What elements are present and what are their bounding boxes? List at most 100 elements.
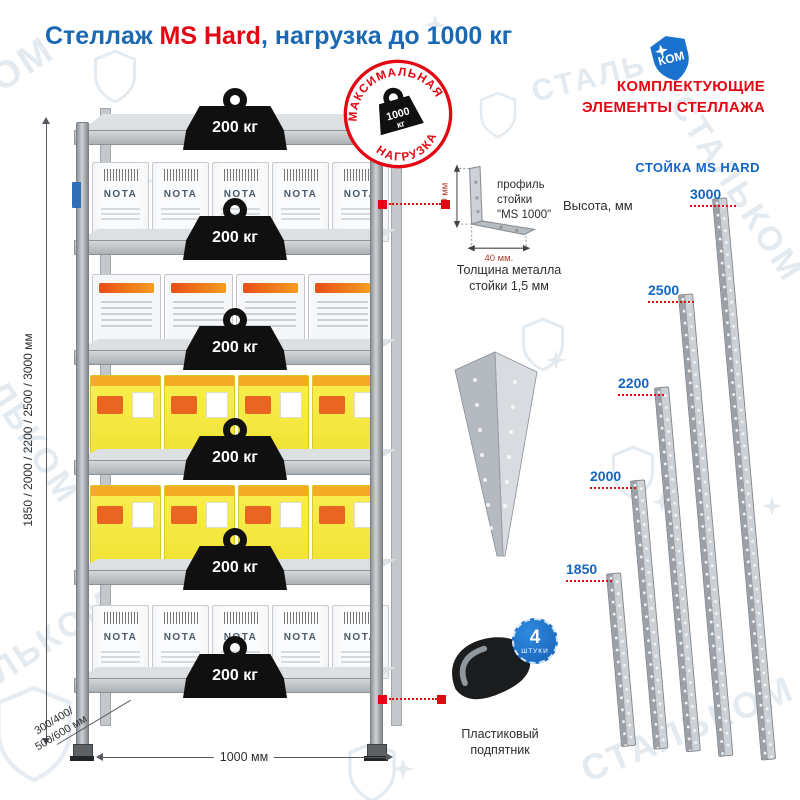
rack-post-front-right [370, 122, 383, 746]
box-brand-band [99, 283, 154, 293]
post-height-label-2000: 2000 [590, 468, 622, 484]
pack-logo [97, 396, 123, 414]
pack-top-strip [165, 376, 234, 386]
quantity-unit: ШТУКИ [521, 647, 549, 655]
page-title-part3: , нагрузка до 1000 кг [260, 22, 513, 50]
upright-post-2000 [630, 479, 669, 750]
components-heading: КОМПЛЕКТУЮЩИЕ ЭЛЕМЕНТЫ СТЕЛЛАЖА [545, 76, 765, 118]
box-lines [161, 649, 200, 663]
box-barcode [163, 612, 198, 624]
pack-logo [171, 396, 197, 414]
post-height-label-1850: 1850 [566, 561, 598, 577]
weight-icon: 200 кг [183, 88, 287, 150]
paper-box [92, 274, 161, 350]
arrow-right-icon [386, 753, 393, 761]
pack-top-strip [239, 486, 308, 496]
plastic-foot-caption: Пластиковый подпятник [438, 726, 562, 759]
page-title-part1: Стеллаж [45, 22, 160, 50]
plastic-foot-illustration [452, 637, 531, 700]
paper-box: NOTA [272, 605, 329, 679]
pack-logo [171, 506, 197, 524]
box-label: NOTA [103, 632, 138, 643]
components-heading-line2: ЭЛЕМЕНТЫ СТЕЛЛАЖА [582, 99, 765, 116]
watermark-sparkle-icon [546, 350, 566, 370]
watermark-sparkle-icon [392, 758, 414, 780]
plastic-foot-caption-line1: Пластиковый [461, 727, 539, 741]
pack-top-strip [239, 376, 308, 386]
box-barcode [223, 169, 258, 181]
box-lines [281, 206, 320, 220]
post-height-label-2200: 2200 [618, 375, 650, 391]
weight-label: 200 кг [212, 229, 258, 246]
profile-caption-line2: стойки [497, 193, 533, 206]
box-label: NOTA [343, 632, 378, 643]
leader-square [437, 695, 446, 704]
box-lines [245, 301, 296, 327]
pack-logo [97, 506, 123, 524]
pack-logo [245, 396, 271, 414]
pack-logo [319, 506, 345, 524]
weight-icon: 200 кг [183, 528, 287, 590]
box-barcode [343, 169, 378, 181]
box-brand-band [243, 283, 298, 293]
box-brand-band [171, 283, 226, 293]
box-lines [101, 206, 140, 220]
pack-top-strip [313, 376, 382, 386]
watermark-shield-icon [0, 686, 72, 782]
leader-square [378, 200, 387, 209]
rack-foot-base [70, 756, 94, 761]
box-lines [173, 301, 224, 327]
post-height-leader [618, 394, 664, 396]
pack-top-strip [91, 376, 160, 386]
weight-label: 200 кг [212, 667, 258, 684]
box-barcode [223, 612, 258, 624]
shelf-goods-row [90, 375, 383, 461]
box-barcode [103, 169, 138, 181]
quantity-value: 4 [529, 626, 541, 648]
box-lines [161, 206, 200, 220]
watermark-shield-icon [94, 50, 136, 103]
profile-caption: профиль стойки "MS 1000" [497, 178, 551, 223]
height-dimension-label: 1850 / 2000 / 2200 / 2500 / 3000 мм [21, 333, 35, 527]
leader-line [389, 698, 437, 700]
upright-post-1850 [606, 572, 637, 747]
paper-pack [90, 375, 161, 461]
components-heading-line1: КОМПЛЕКТУЮЩИЕ [616, 78, 765, 95]
weight-label: 200 кг [212, 339, 258, 356]
watermark-sparkle-icon [762, 496, 782, 516]
box-barcode [103, 612, 138, 624]
box-barcode [283, 169, 318, 181]
watermark-text: СТАЛЬКОМ [0, 28, 63, 194]
box-barcode [343, 612, 378, 624]
box-label: NOTA [223, 189, 258, 200]
box-brand-band [315, 283, 370, 293]
profile-caption-line1: профиль [497, 179, 545, 191]
pack-label [280, 392, 302, 418]
post-height-leader [590, 487, 636, 489]
post-profile-diagram: 40 мм 40 мм. [439, 164, 537, 263]
paper-box [308, 274, 377, 350]
shelf-tag [72, 182, 81, 208]
arrow-down-icon [42, 738, 50, 745]
weight-label: 200 кг [212, 449, 258, 466]
weight-icon: 200 кг [183, 636, 287, 698]
height-units-label: Высота, мм [563, 198, 633, 213]
box-label: NOTA [163, 189, 198, 200]
thickness-line1: Толщина металла [456, 263, 562, 277]
box-lines [101, 301, 152, 327]
pack-label [206, 502, 228, 528]
profile-dim-vertical: 40 мм [439, 183, 450, 209]
box-barcode [283, 612, 318, 624]
rack-foot-base [364, 756, 388, 761]
thickness-note: Толщина металла стойки 1,5 мм [436, 262, 582, 295]
brand-shield-icon: КОМ [644, 29, 699, 88]
quantity-badge: 4 ШТУКИ [512, 618, 558, 664]
leader-line [389, 203, 441, 205]
leader-square [441, 200, 450, 209]
profile-caption-line3: "MS 1000" [497, 208, 552, 221]
box-label: NOTA [163, 632, 198, 643]
watermark-sparkle-icon [424, 14, 446, 36]
watermark-shield-icon [522, 318, 564, 371]
height-dimension-line [46, 122, 47, 740]
